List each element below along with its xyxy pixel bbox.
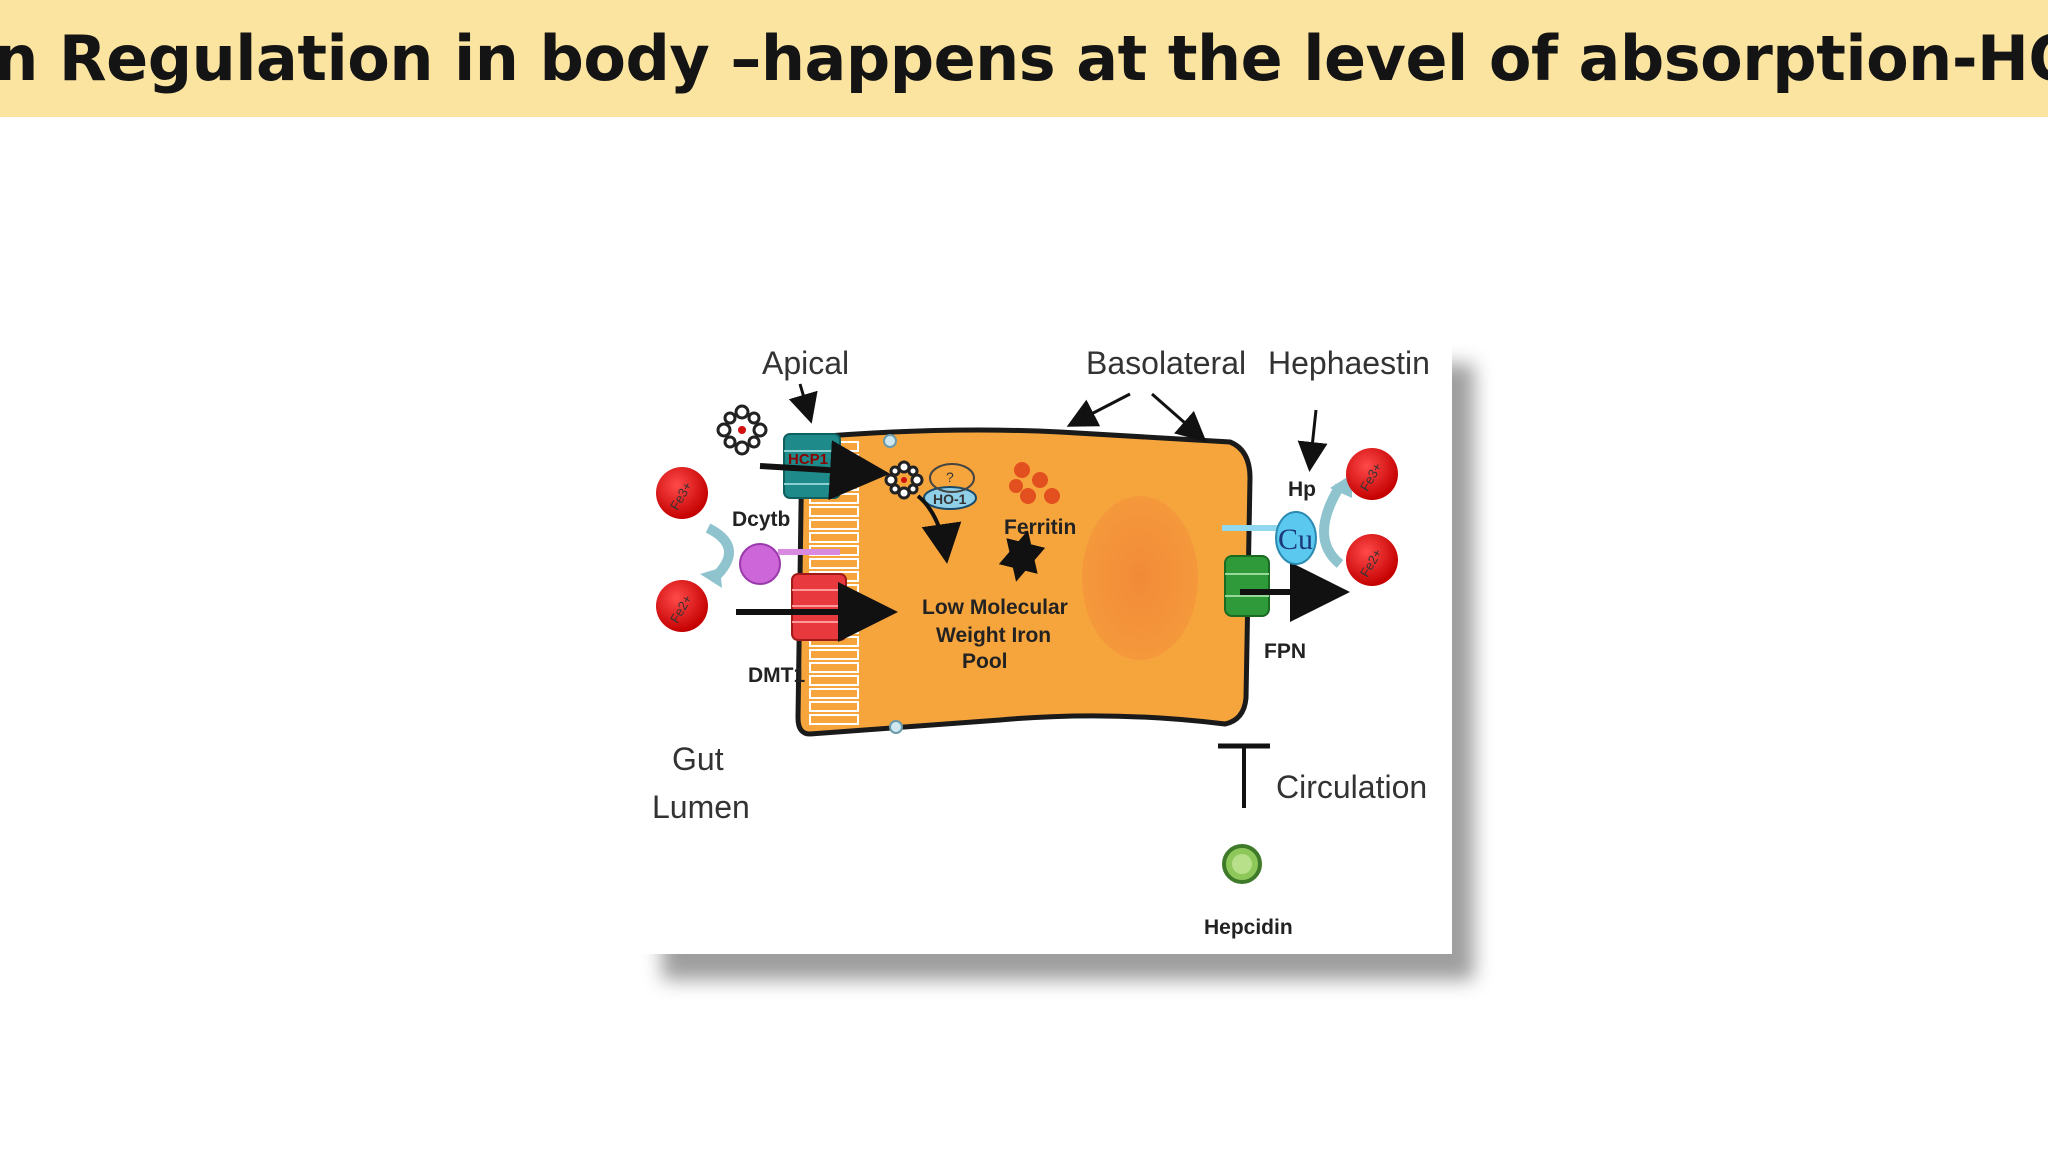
ferritin-label: Ferritin: [1004, 516, 1076, 539]
fe3-left-ion: Fe3+: [656, 467, 708, 519]
hcp1-label: HCP1: [788, 451, 828, 468]
ferroportin-transporter: [1224, 555, 1270, 617]
ho1-label: HO-1: [933, 491, 967, 507]
cu-hephaestin: [1275, 511, 1317, 565]
hepcidin-label: Hepcidin: [1204, 916, 1293, 939]
intracellular-heme-icon: [884, 460, 924, 500]
question-mark: ?: [946, 469, 954, 485]
lumen-label: Lumen: [652, 789, 750, 825]
iron-absorption-figure: HCP1 HO-1 ? Ferritin Low Molecular Weigh…: [640, 338, 1452, 954]
circulation-label: Circulation: [1276, 769, 1427, 805]
reduction-arrowhead: [700, 568, 722, 588]
hephaestin-label: Hephaestin: [1268, 345, 1430, 381]
lmw-pool-label-line1: Low Molecular: [922, 596, 1068, 619]
ho1-question-loop: [929, 463, 975, 493]
hp-label: Hp: [1288, 478, 1316, 501]
page-title: Iron Regulation in body –happens at the …: [0, 22, 2048, 95]
dcytb-enzyme: [739, 543, 781, 585]
lmw-pool-label-line3: Pool: [962, 650, 1008, 673]
oxidation-curved-arrow: [1319, 483, 1345, 568]
heme-import-arrow: [759, 440, 890, 501]
hephaestin-pointer-arrow: [1297, 409, 1328, 472]
fpn-label: FPN: [1264, 640, 1306, 663]
tight-junction-bottom: [889, 720, 903, 734]
dcytb-label: Dcytb: [732, 508, 790, 531]
apical-arrow: [788, 383, 818, 424]
heme-to-pool-arrow: [916, 494, 962, 564]
nucleus: [1082, 496, 1198, 660]
dmt1-label: DMT1: [748, 664, 805, 687]
heme-icon: [716, 404, 768, 456]
apical-label: Apical: [762, 345, 849, 381]
basolateral-arrow-right: [1151, 392, 1207, 442]
gut-label: Gut: [672, 741, 724, 777]
basolateral-label: Basolateral: [1086, 345, 1246, 381]
oxidation-arrowhead: [1330, 474, 1352, 498]
tight-junction-top: [883, 434, 897, 448]
title-bar: Iron Regulation in body –happens at the …: [0, 0, 2048, 117]
hepcidin-core: [1232, 854, 1252, 874]
dmt1-transporter: [791, 573, 847, 641]
ho1-enzyme: [923, 486, 977, 510]
fe2-left-ion: Fe2+: [656, 580, 708, 632]
cu-label: Cu: [1278, 523, 1313, 556]
lmw-pool-label-line2: Weight Iron: [936, 624, 1051, 647]
fe2-right-ion: Fe2+: [1346, 534, 1398, 586]
ferritin-cluster: [1009, 462, 1060, 504]
ferritin-down-arrow: [1006, 538, 1046, 582]
enterocyte-diagram: HCP1 HO-1 ? Ferritin Low Molecular Weigh…: [652, 345, 1430, 939]
fe3-right-ion: Fe3+: [1346, 448, 1398, 500]
basolateral-arrow-left: [1066, 392, 1131, 427]
